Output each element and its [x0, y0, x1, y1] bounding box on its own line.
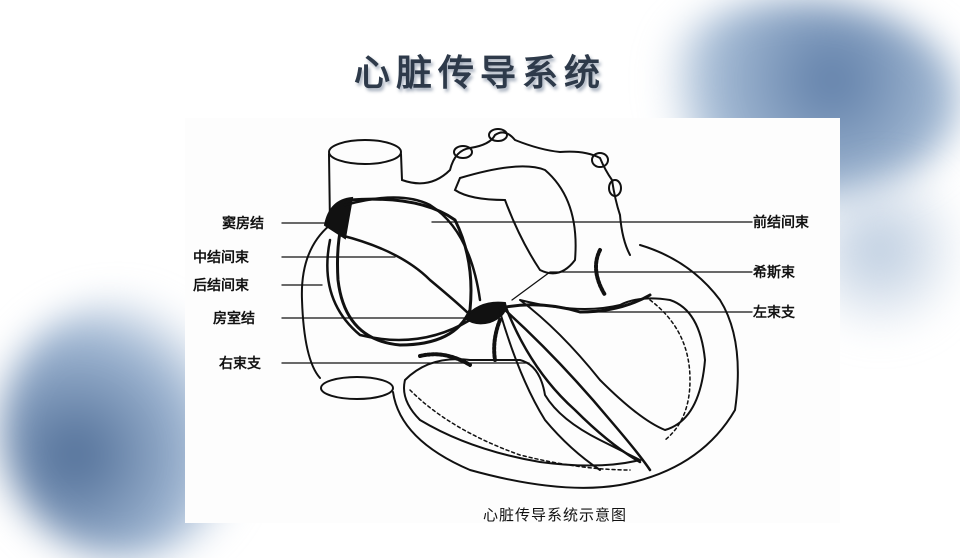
vessel-opening: [608, 179, 622, 197]
av-node: [463, 301, 507, 325]
left-bundle-branch: [503, 308, 652, 472]
right-atrium-outline: [300, 153, 332, 379]
label-his-bundle: 希斯束: [753, 265, 795, 281]
middle-internodal-tract: [338, 233, 472, 317]
aorta-outline: [400, 131, 631, 256]
label-anterior-internodal-tract: 前结间束: [753, 215, 809, 231]
anterior-internodal-tract: [343, 196, 482, 302]
purkinje-fibers: [409, 299, 691, 471]
label-left-bundle-branch: 左束支: [753, 305, 795, 321]
posterior-internodal-tract: [326, 238, 472, 342]
figure-caption: 心脏传导系统示意图: [483, 506, 628, 524]
slide-title: 心脏传导系统: [353, 53, 606, 94]
right-atrium-chamber: [336, 197, 473, 347]
valve-leaflet: [594, 248, 607, 297]
superior-vena-cava: [328, 139, 402, 165]
left-ventricle-chamber: [519, 297, 707, 432]
label-right-bundle-branch: 右束支: [219, 356, 261, 372]
valve-leaflet: [492, 318, 502, 362]
vessel-opening: [488, 128, 508, 142]
sa-node: [323, 196, 354, 240]
label-av-node: 房室结: [213, 311, 255, 327]
inferior-vena-cava: [320, 376, 394, 400]
vessel-opening: [591, 152, 609, 168]
his-bundle: [498, 293, 652, 314]
vessel-opening: [453, 145, 473, 159]
label-sa-node: 窦房结: [222, 216, 264, 232]
label-posterior-internodal-tract: 后结间束: [193, 278, 249, 294]
left-atrium-chamber: [453, 165, 577, 275]
right-bundle-branch: [499, 311, 601, 471]
septum: [503, 303, 642, 464]
label-middle-internodal-tract: 中结间束: [193, 250, 249, 266]
ventricle-outline: [392, 244, 739, 489]
leader-lines: [281, 221, 753, 364]
